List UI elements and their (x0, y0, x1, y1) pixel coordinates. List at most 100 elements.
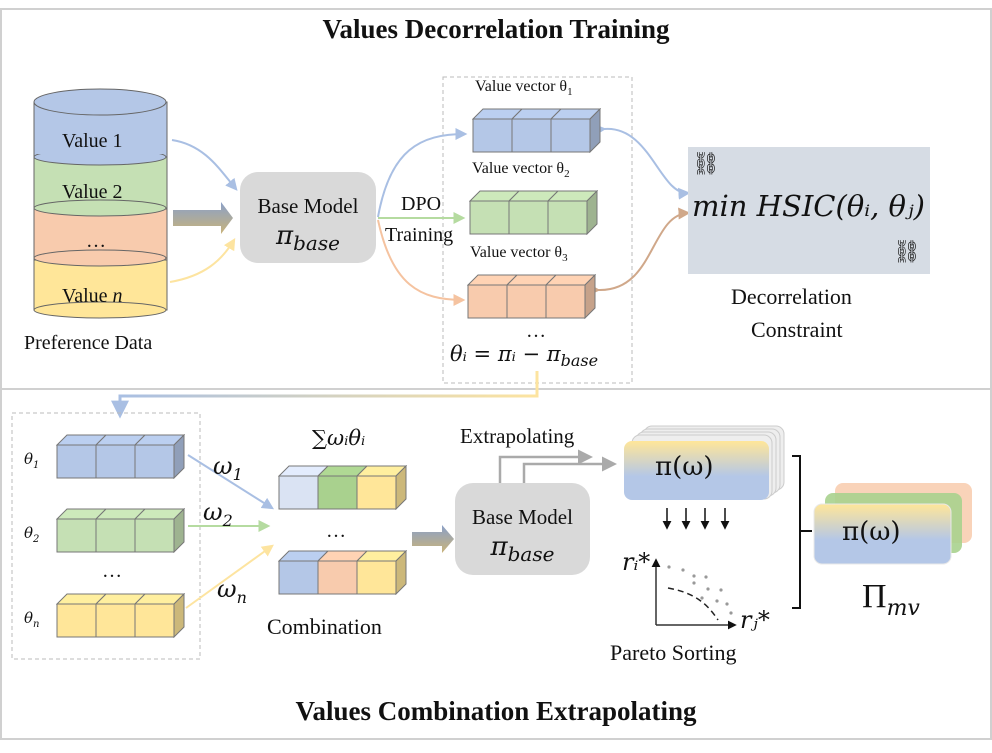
layer-label-value-n: Value n (62, 285, 123, 308)
weight-symbol: ω (203, 498, 223, 526)
value-vector-label: Value vector θ2 (472, 160, 570, 181)
value-vector-3 (467, 274, 596, 319)
vector-cell-side (395, 465, 407, 510)
vector-cell (508, 200, 549, 235)
theta-vector-1 (56, 434, 185, 479)
vector-cell (545, 284, 586, 319)
vector-cell (278, 475, 319, 510)
value-vector-1 (472, 108, 601, 153)
broken-chain-icon: ⛓ (893, 239, 921, 264)
constraint-line-1: Decorrelation (731, 284, 852, 309)
vector-cell (95, 444, 136, 479)
base-model-symbol: πbase (455, 532, 590, 566)
combination-vector-2 (278, 550, 407, 595)
vector-cell-side (395, 550, 407, 595)
vector-cell (511, 118, 552, 153)
vector-cell-side (173, 593, 185, 638)
training-label: Training (385, 224, 454, 246)
layer-label-ellipsis: … (86, 230, 106, 252)
bracket (792, 455, 812, 609)
pi-subscript: base (293, 231, 340, 256)
bottom-panel (0, 388, 992, 740)
layer-label-value-1: Value 1 (62, 130, 123, 152)
preference-data-cylinder (33, 88, 168, 319)
weight-2: ω2 (203, 498, 233, 530)
extrapolating-arrow-2 (522, 456, 617, 483)
vector-cell (469, 200, 510, 235)
theta-list-box (11, 412, 201, 660)
pi-subscript: base (507, 542, 555, 567)
vector-cell (547, 200, 588, 235)
base-model-bottom: Base Model πbase (455, 483, 590, 575)
vector-cell (356, 475, 397, 510)
pareto-sorting-label: Pareto Sorting (610, 640, 737, 665)
pi-symbol: π (490, 532, 508, 562)
arrow-theta1-combination (187, 454, 275, 510)
vector-cell (467, 284, 508, 319)
base-model-symbol: πbase (240, 221, 376, 255)
pareto-x-axis-label: rⱼ* (740, 606, 770, 634)
policy-label: π(ω) (655, 452, 714, 482)
value-vector-label: Value vector θ1 (475, 78, 573, 99)
theta-ellipsis: … (102, 560, 122, 582)
fat-arrow-top (173, 202, 233, 234)
arrow-valuen-to-model (169, 237, 236, 283)
final-set-label: Πmv (862, 578, 920, 621)
value-vector-label: Value vector θ3 (470, 244, 568, 265)
broken-chain-icon: ⛓ (692, 151, 720, 176)
top-panel-title: Values Decorrelation Training (322, 14, 670, 44)
vector-cell (472, 118, 513, 153)
vector-cell (134, 518, 175, 553)
theta-formula-main: θᵢ = πᵢ − π (450, 342, 561, 366)
theta-label: θ1 (24, 450, 40, 471)
arrow-vector3-hsic (588, 207, 691, 296)
vectors-ellipsis: … (526, 320, 546, 342)
layer-label-prefix: Value (62, 285, 113, 307)
vector-cell (56, 444, 97, 479)
vector-cell-side (586, 190, 598, 235)
vector-cell-side (173, 508, 185, 553)
preference-data-label: Preference Data (24, 332, 153, 354)
base-model-top: Base Model πbase (240, 172, 376, 263)
arrow-to-vector3 (377, 219, 466, 306)
weight-n: ωn (217, 575, 247, 607)
hsic-box: ⛓ min HSIC(θᵢ, θⱼ) ⛓ (688, 147, 930, 274)
theta-vector-3 (56, 593, 185, 638)
weight-index: n (236, 587, 247, 607)
vector-cell-side (589, 108, 601, 153)
vector-cell-side (584, 274, 596, 319)
arrow-to-vector1 (377, 128, 468, 218)
arrow-value1-to-model (171, 139, 238, 191)
weight-index: 2 (222, 510, 233, 530)
weight-symbol: ω (213, 452, 233, 480)
weight-index: 1 (232, 464, 243, 484)
theta-formula-sub: base (560, 351, 599, 371)
weight-1: ω1 (213, 452, 243, 484)
combination-label: Combination (267, 614, 382, 639)
final-set-symbol: Π (862, 578, 887, 615)
pi-symbol: π (276, 221, 294, 251)
fat-arrow-bottom (412, 525, 454, 553)
extrapolating-label: Extrapolating (460, 424, 575, 448)
theta-label: θn (24, 609, 40, 630)
bottom-panel-title: Values Combination Extrapolating (295, 696, 697, 726)
pareto-plot (651, 558, 737, 630)
vector-cell (134, 444, 175, 479)
vector-cell (95, 603, 136, 638)
sampling-arrows (662, 508, 730, 530)
weight-symbol: ω (217, 575, 237, 603)
vector-cell-side (173, 434, 185, 479)
arrow-vector1-hsic (593, 123, 691, 200)
vector-cell (56, 518, 97, 553)
constraint-line-2: Constraint (751, 317, 843, 342)
base-model-label: Base Model (257, 194, 359, 218)
vector-cell (95, 518, 136, 553)
theta-vector-2 (56, 508, 185, 553)
extrapolating-arrow-1 (498, 449, 593, 483)
vector-cell (317, 475, 358, 510)
theta-formula: θᵢ = πᵢ − πbase (450, 342, 598, 370)
policy-stack (624, 425, 785, 500)
vector-cell (506, 284, 547, 319)
layer-label-var: n (112, 285, 123, 307)
